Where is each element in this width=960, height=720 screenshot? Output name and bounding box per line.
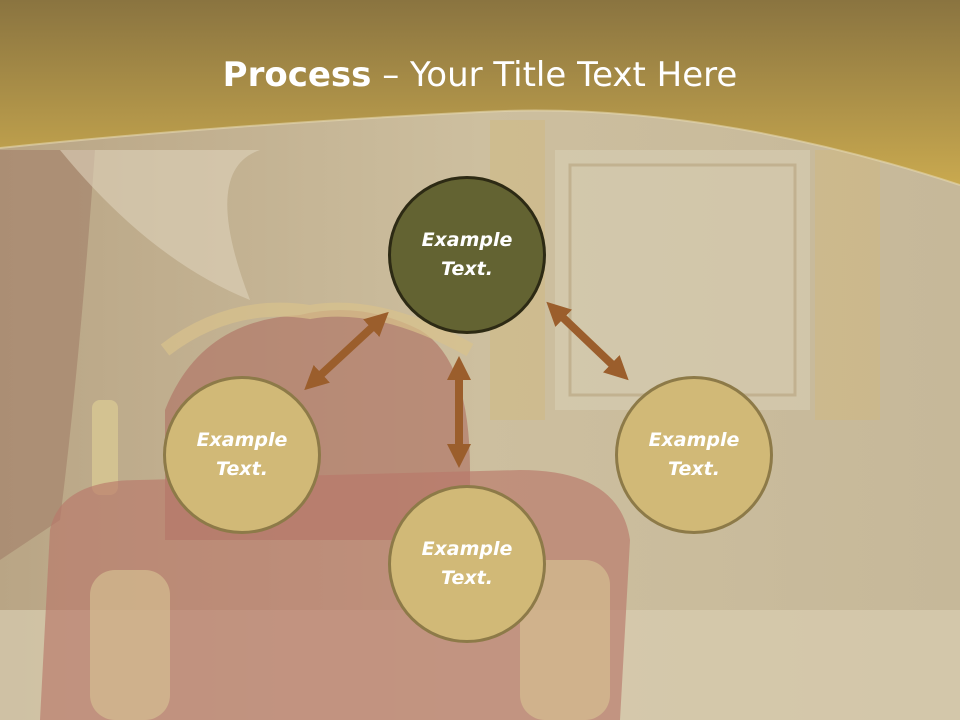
double-arrow-top-right [546, 301, 629, 381]
process-node-top: Example Text. [388, 176, 546, 334]
title-rest: Your Title Text Here [410, 55, 738, 95]
title-bold-part: Process [222, 55, 372, 95]
process-node-bottom: Example Text. [388, 485, 546, 643]
process-node-left: Example Text. [163, 376, 321, 534]
double-arrow-top-left [304, 311, 389, 391]
process-node-right: Example Text. [615, 376, 773, 534]
title-separator: – [371, 55, 411, 95]
slide-title: Process – Your Title Text Here [0, 52, 960, 98]
